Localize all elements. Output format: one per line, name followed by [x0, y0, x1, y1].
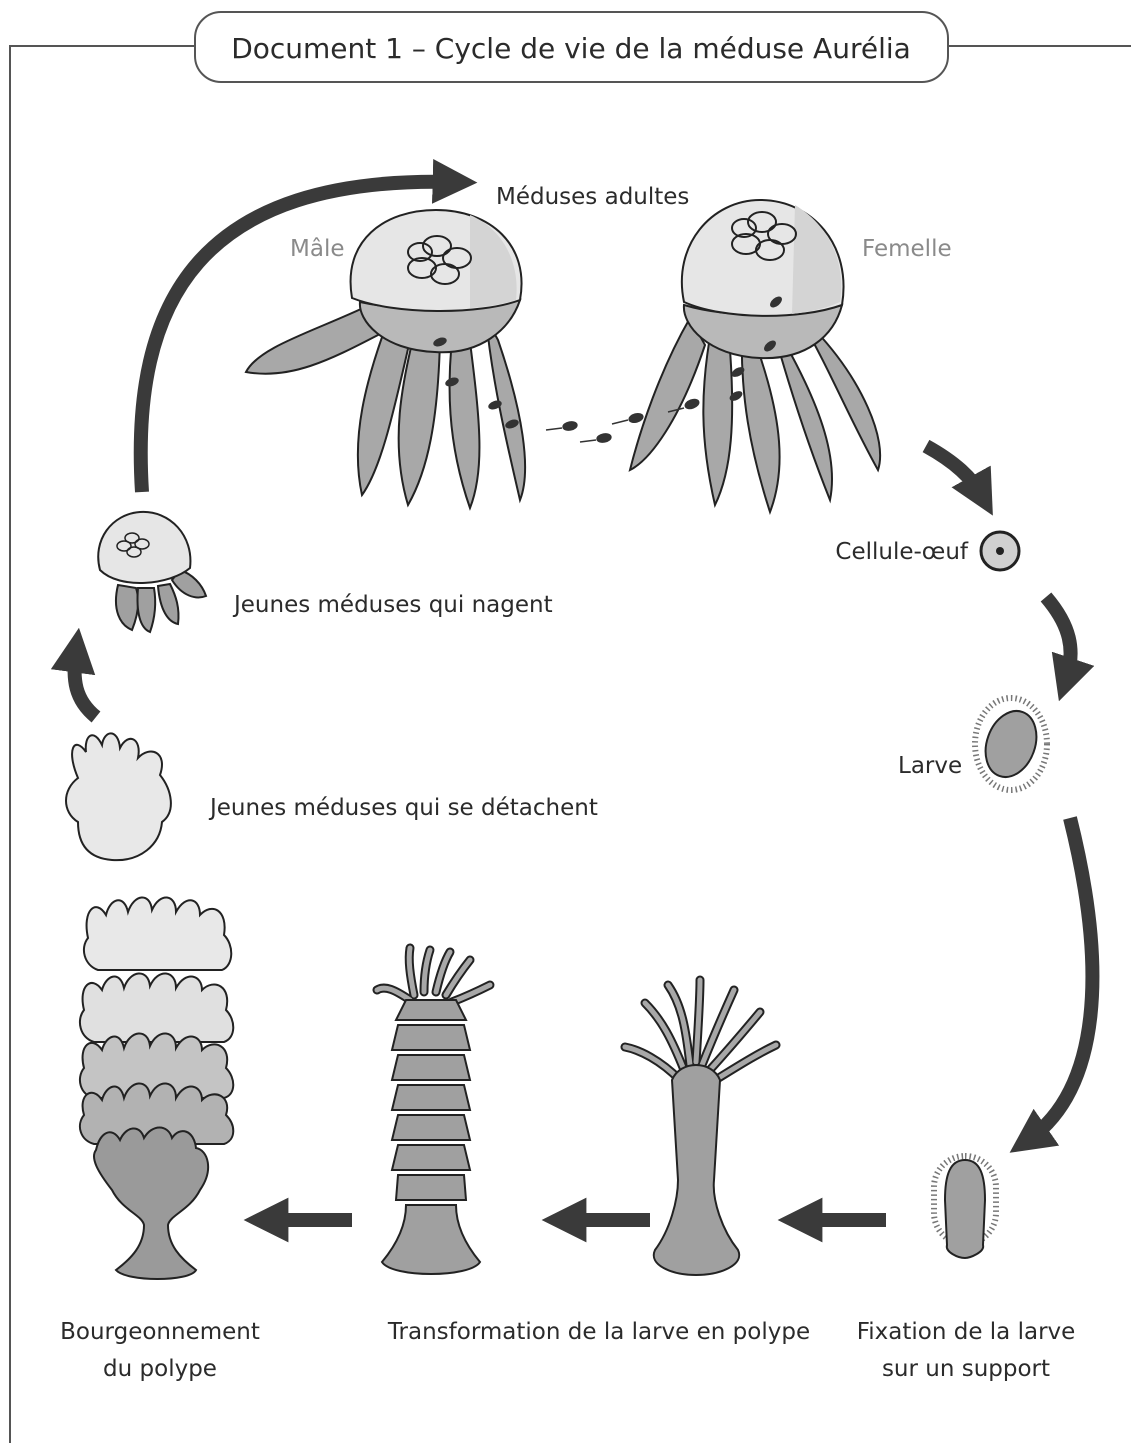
larva-illustration: [975, 698, 1047, 790]
egg-cell-illustration: [981, 532, 1019, 570]
budding-polyp-illustration: [80, 897, 233, 1279]
swimming-young-jellyfish-illustration: [98, 512, 206, 632]
label-larva: Larve: [898, 753, 962, 779]
label-fixation-line1: Fixation de la larve: [857, 1319, 1076, 1345]
female-jellyfish-illustration: [630, 200, 880, 512]
label-female: Femelle: [862, 236, 952, 262]
arrow-to-larva: [1046, 597, 1071, 680]
label-egg-cell: Cellule-œuf: [835, 539, 969, 565]
label-transformation: Transformation de la larve en polype: [387, 1319, 810, 1345]
label-budding-line1: Bourgeonnement: [60, 1319, 260, 1345]
label-male: Mâle: [290, 236, 344, 262]
label-adult-jellyfish: Méduses adultes: [496, 184, 689, 210]
label-fixation-line2: sur un support: [882, 1356, 1050, 1382]
label-young-detaching: Jeunes méduses qui se détachent: [208, 795, 598, 821]
label-young-swimming: Jeunes méduses qui nagent: [232, 592, 553, 618]
fixed-larva-illustration: [934, 1156, 996, 1258]
arrow-to-fixation: [1028, 818, 1092, 1140]
strobila-illustration: [377, 948, 490, 1274]
arrow-to-egg: [926, 446, 982, 496]
document-title: Document 1 – Cycle de vie de la méduse A…: [231, 32, 911, 65]
arrow-to-young-swimming: [74, 650, 96, 717]
polyp-illustration: [625, 980, 776, 1275]
detaching-young-jellyfish-illustration: [66, 733, 171, 860]
male-jellyfish-illustration: [246, 210, 525, 508]
label-budding-line2: du polype: [103, 1356, 217, 1382]
